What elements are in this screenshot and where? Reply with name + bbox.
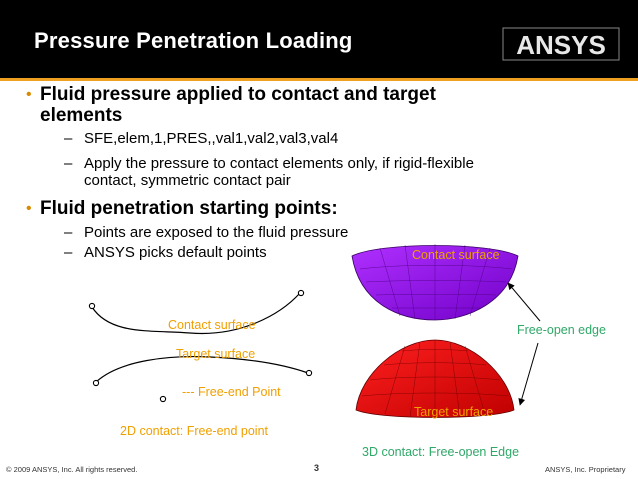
dash-symbol: – bbox=[64, 155, 73, 172]
dash-symbol: – bbox=[64, 224, 73, 241]
sub-2-2: ANSYS picks default points bbox=[84, 244, 267, 261]
free-end-point bbox=[92, 379, 100, 387]
target-surface-label-3d: Target surface bbox=[414, 405, 494, 419]
free-end-point bbox=[305, 369, 313, 377]
bullet-2-line1: Fluid penetration starting points: bbox=[40, 198, 338, 219]
free-end-point-legend: --- Free-end Point bbox=[182, 385, 281, 399]
footer-proprietary: ANSYS, Inc. Proprietary bbox=[545, 465, 626, 474]
dash-symbol: – bbox=[64, 244, 73, 261]
ansys-logo: ANSYS bbox=[500, 24, 622, 64]
sub-1-2-line1: Apply the pressure to contact elements o… bbox=[84, 155, 474, 172]
bullet-1-line1: Fluid pressure applied to contact and ta… bbox=[40, 84, 436, 105]
bullet-symbol: • bbox=[26, 200, 32, 217]
target-surface-label-2d: Target surface bbox=[176, 347, 256, 361]
logo-text: ANSYS bbox=[516, 30, 606, 60]
sub-1-2-line2: contact, symmetric contact pair bbox=[84, 172, 291, 189]
free-end-point bbox=[159, 395, 167, 403]
caption-3d: 3D contact: Free-open Edge bbox=[362, 445, 520, 459]
bullet-symbol: • bbox=[26, 86, 32, 103]
slide-header: Pressure Penetration Loading ANSYS bbox=[0, 0, 638, 78]
arrow-to-target-edge bbox=[518, 342, 539, 406]
header-divider bbox=[0, 78, 638, 81]
target-mesh bbox=[361, 340, 509, 418]
dash-symbol: – bbox=[64, 130, 73, 147]
contact-surface-label-2d: Contact surface bbox=[168, 318, 256, 332]
figure-3d-surfaces bbox=[348, 234, 522, 420]
figure-2d-curves bbox=[88, 289, 313, 403]
contact-mesh bbox=[359, 244, 513, 320]
edge-arrows bbox=[507, 282, 541, 406]
page-number: 3 bbox=[314, 463, 320, 473]
contact-surface-label-3d: Contact surface bbox=[412, 248, 500, 262]
slide-title: Pressure Penetration Loading bbox=[34, 28, 353, 53]
sub-2-1: Points are exposed to the fluid pressure bbox=[84, 224, 349, 241]
arrow-to-contact-edge bbox=[507, 282, 541, 322]
caption-2d: 2D contact: Free-end point bbox=[120, 424, 268, 438]
free-open-edge-label: Free-open edge bbox=[517, 323, 606, 337]
footer-copyright: © 2009 ANSYS, Inc. All rights reserved. bbox=[6, 465, 138, 474]
sub-1-1: SFE,elem,1,PRES,,val1,val2,val3,val4 bbox=[84, 130, 339, 147]
bullet-1-line2: elements bbox=[40, 105, 123, 126]
free-end-point bbox=[88, 302, 96, 310]
free-end-point bbox=[297, 289, 305, 297]
